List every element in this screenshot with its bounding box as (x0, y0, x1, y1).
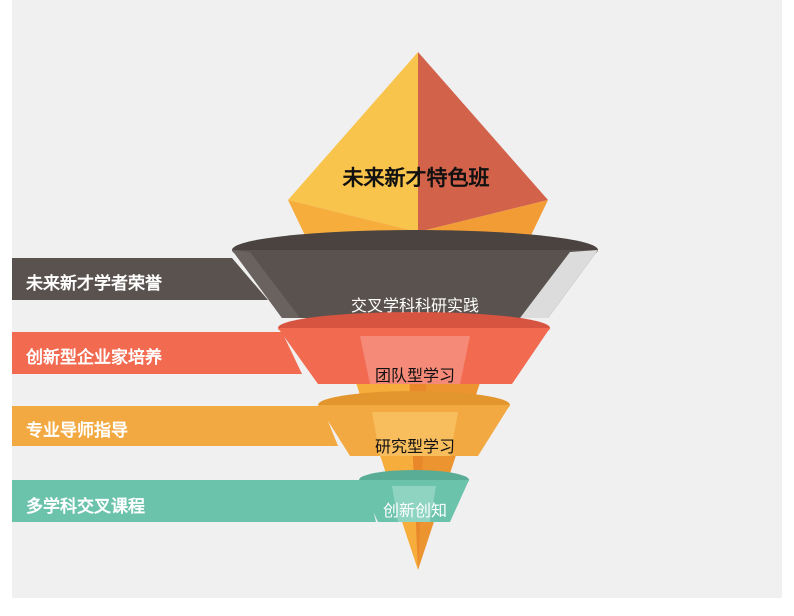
band-orange (12, 406, 338, 446)
ring-gray-left-shadow (232, 250, 300, 318)
ring-orange-center (372, 412, 458, 456)
ring-teal-center (392, 486, 436, 522)
ring-gray-right-highlight (520, 250, 598, 318)
left-label-3: 专业导师指导 (26, 421, 128, 441)
band-teal (12, 480, 376, 522)
ring-label-3: 研究型学习 (374, 437, 455, 456)
diagram-title: 未来新才特色班 (342, 166, 490, 190)
ring-gray-front (232, 250, 598, 318)
cone-top-right-face (418, 52, 548, 232)
ring-label-2: 团队型学习 (374, 366, 455, 385)
left-label-2: 创新型企业家培养 (26, 348, 162, 368)
left-label-4: 多学科交叉课程 (26, 497, 145, 517)
band-red (12, 332, 302, 374)
left-label-1: 未来新才学者荣誉 (26, 274, 162, 294)
ring-red-center (360, 336, 470, 384)
ring-label-1: 交叉学科科研实践 (350, 296, 479, 315)
cone-top-left-face (288, 52, 418, 232)
band-gray (12, 258, 268, 300)
ring-label-4: 创新创知 (382, 501, 447, 520)
